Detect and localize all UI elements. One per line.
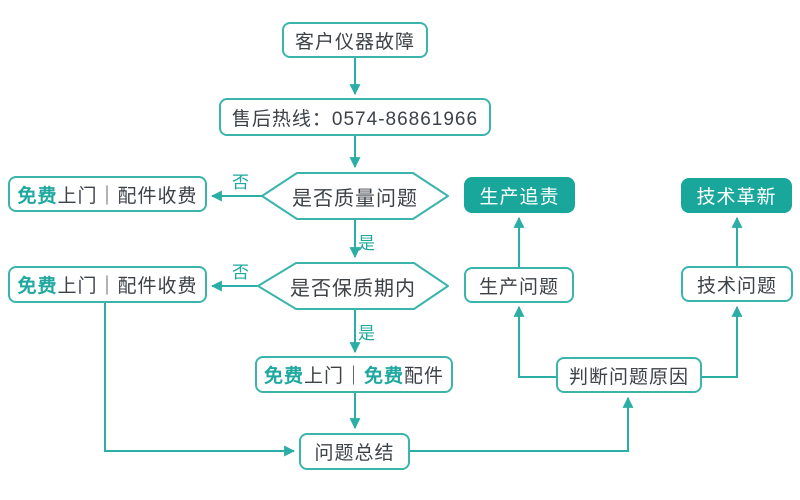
edge-label-quality-yes: 是 (358, 234, 375, 253)
node-production-problem: 生产问题 (464, 267, 574, 303)
paid-parts-text: 上门｜配件收费 (57, 185, 198, 207)
node-free-visit-free-parts: 免费上门｜免费配件 (255, 356, 453, 393)
edge-label-warranty-no: 否 (232, 263, 249, 282)
node-production-problem-label: 生产问题 (478, 276, 559, 298)
node-customer-fault: 客户仪器故障 (282, 22, 428, 58)
node-tech-innovation: 技术革新 (681, 178, 792, 213)
connector-judge-to-tech (702, 305, 743, 378)
free-accent-text: 免费 (263, 366, 304, 387)
node-hotline: 售后热线：0574-86861966 (219, 98, 491, 136)
node-tech-problem-label: 技术问题 (696, 275, 777, 297)
decision-quality-label: 是否质量问题 (292, 187, 418, 210)
node-judge-cause: 判断问题原因 (556, 357, 702, 393)
node-tech-innovation-label: 技术革新 (696, 187, 777, 208)
free-accent-text: 免费 (364, 366, 405, 387)
paid-parts-text: 上门｜配件收费 (57, 276, 198, 297)
free-accent-text: 免费 (17, 276, 58, 297)
connector-summary-to-judge (410, 396, 634, 452)
connector-free2-to-summary (104, 303, 296, 457)
decision-warranty-label: 是否保质期内 (290, 277, 416, 300)
node-free-visit-paid-parts-2: 免费上门｜配件收费 (8, 266, 207, 303)
decision-quality-shape (261, 172, 449, 220)
node-customer-fault-label: 客户仪器故障 (294, 31, 415, 53)
connector-judge-to-production (513, 305, 556, 378)
node-tech-problem: 技术问题 (681, 266, 793, 302)
node-problem-summary: 问题总结 (299, 433, 410, 470)
decision-warranty-shape (257, 262, 449, 310)
node-judge-cause-label: 判断问题原因 (568, 366, 689, 388)
node-problem-summary-label: 问题总结 (314, 443, 395, 464)
node-hotline-label: 售后热线：0574-86861966 (231, 108, 479, 130)
visit-text: 上门｜ (303, 366, 364, 387)
free-accent-text: 免费 (17, 185, 58, 207)
parts-text: 配件 (404, 366, 445, 387)
edge-label-warranty-yes: 是 (358, 324, 375, 343)
edge-label-quality-no: 否 (232, 173, 249, 192)
node-production-accountability: 生产追责 (464, 177, 575, 213)
node-production-accountability-label: 生产追责 (479, 186, 560, 208)
node-free-visit-paid-parts-1: 免费上门｜配件收费 (8, 176, 207, 212)
